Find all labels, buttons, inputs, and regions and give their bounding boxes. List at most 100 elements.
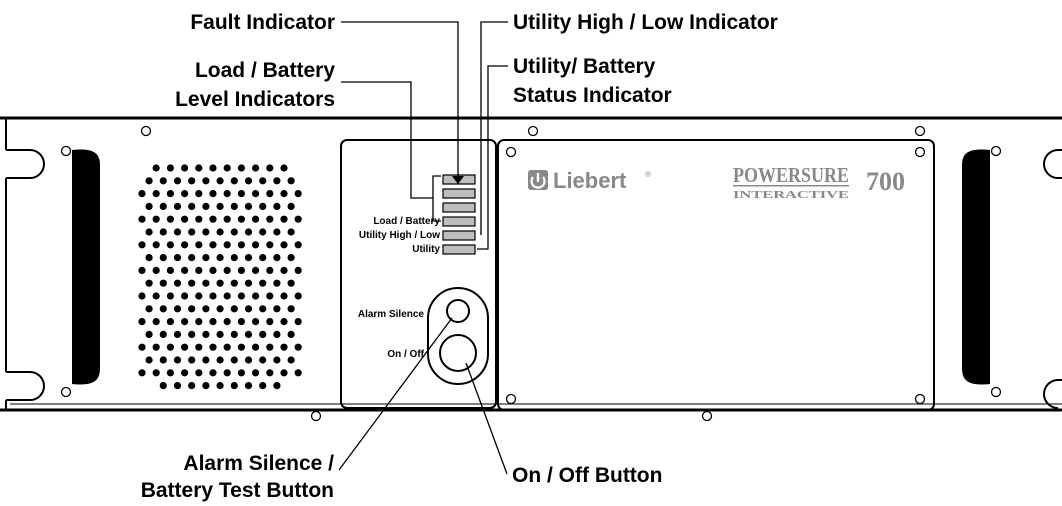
panel-label-on-off: On / Off bbox=[387, 349, 424, 360]
vent-hole bbox=[166, 369, 174, 377]
vent-hole bbox=[244, 177, 253, 185]
led-load-battery-2 bbox=[442, 216, 476, 227]
vent-hole bbox=[244, 305, 253, 313]
vent-hole bbox=[237, 343, 245, 351]
vent-hole bbox=[287, 228, 295, 236]
vent-hole bbox=[166, 190, 174, 198]
vent-hole bbox=[294, 215, 302, 223]
svg-text:POWERSURE: POWERSURE bbox=[733, 163, 849, 187]
vent-hole bbox=[202, 382, 210, 390]
vent-hole bbox=[202, 228, 210, 236]
vent-hole bbox=[223, 164, 231, 172]
vent-hole bbox=[202, 279, 210, 287]
vent-hole bbox=[181, 369, 189, 377]
vent-hole bbox=[287, 202, 295, 210]
on-off-button[interactable] bbox=[439, 334, 477, 372]
vent-hole bbox=[244, 202, 253, 210]
screw bbox=[140, 125, 152, 137]
vent-hole bbox=[230, 305, 238, 313]
callout-utility-battery-status-line1: Utility/ Battery bbox=[513, 55, 656, 78]
vent-hole bbox=[202, 305, 210, 313]
vent-hole bbox=[181, 318, 189, 326]
vent-hole bbox=[216, 279, 224, 287]
vent-hole bbox=[244, 228, 253, 236]
vent-hole bbox=[173, 279, 182, 287]
vent-hole bbox=[145, 330, 153, 338]
vent-hole bbox=[159, 254, 167, 262]
vent-hole bbox=[195, 190, 203, 198]
svg-text:INTERACTIVE: INTERACTIVE bbox=[733, 189, 849, 201]
vent-hole bbox=[287, 279, 295, 287]
vent-hole bbox=[287, 356, 295, 364]
vent-hole bbox=[230, 202, 238, 210]
vent-hole bbox=[237, 266, 245, 274]
screw bbox=[914, 125, 926, 137]
vent-hole bbox=[202, 330, 210, 338]
vent-hole bbox=[152, 266, 160, 274]
vent-hole bbox=[259, 330, 267, 338]
vent-hole bbox=[173, 254, 182, 262]
vent-hole bbox=[173, 305, 182, 313]
vent-hole bbox=[273, 279, 281, 287]
vent-hole bbox=[152, 318, 160, 326]
vent-hole bbox=[259, 228, 267, 236]
vent-hole bbox=[287, 254, 295, 262]
vent-hole bbox=[188, 177, 196, 185]
vent-hole bbox=[138, 215, 146, 223]
vent-hole bbox=[152, 164, 160, 172]
vent-hole bbox=[294, 369, 302, 377]
alarm-silence-button[interactable] bbox=[446, 299, 470, 323]
vent-hole bbox=[209, 343, 217, 351]
vent-hole bbox=[166, 266, 174, 274]
vent-hole bbox=[152, 343, 160, 351]
vent-hole bbox=[259, 177, 267, 185]
fault-arrow-icon bbox=[452, 176, 464, 184]
vent-hole bbox=[188, 254, 196, 262]
vent-hole bbox=[152, 190, 160, 198]
vent-hole bbox=[259, 202, 267, 210]
right-handle bbox=[962, 149, 990, 385]
vent-hole bbox=[287, 305, 295, 313]
powersure-logo: POWERSURE INTERACTIVE 700 bbox=[733, 163, 905, 201]
vent-hole bbox=[159, 305, 167, 313]
vent-hole bbox=[237, 164, 245, 172]
vent-hole bbox=[244, 254, 253, 262]
vent-hole bbox=[244, 382, 253, 390]
vent-hole bbox=[138, 292, 146, 300]
vent-hole bbox=[216, 305, 224, 313]
vent-hole bbox=[266, 369, 274, 377]
vent-hole bbox=[223, 369, 231, 377]
vent-hole bbox=[138, 369, 146, 377]
led-load-battery-3 bbox=[442, 202, 476, 213]
vent-hole bbox=[280, 241, 288, 249]
vent-hole bbox=[145, 279, 153, 287]
callout-on-off-button: On / Off Button bbox=[512, 464, 662, 487]
vent-hole bbox=[188, 330, 196, 338]
vent-hole bbox=[138, 190, 146, 198]
vent-hole bbox=[273, 177, 281, 185]
vent-hole bbox=[181, 215, 189, 223]
vent-hole bbox=[216, 202, 224, 210]
vent-hole bbox=[266, 164, 274, 172]
vent-hole bbox=[259, 279, 267, 287]
callout-utility-high-low-indicator: Utility High / Low Indicator bbox=[513, 11, 778, 34]
vent-hole bbox=[273, 305, 281, 313]
vent-hole bbox=[209, 164, 217, 172]
vent-hole bbox=[244, 356, 253, 364]
vent-hole bbox=[259, 254, 267, 262]
vent-hole bbox=[202, 254, 210, 262]
indicator-leds bbox=[442, 174, 476, 255]
vent-hole bbox=[159, 228, 167, 236]
vent-hole bbox=[252, 164, 260, 172]
vent-hole bbox=[188, 202, 196, 210]
vent-hole bbox=[294, 343, 302, 351]
vent-hole bbox=[152, 292, 160, 300]
vent-hole bbox=[166, 164, 174, 172]
vent-hole bbox=[181, 266, 189, 274]
led-utility bbox=[442, 244, 476, 255]
vent-hole bbox=[209, 215, 217, 223]
name-plate bbox=[497, 139, 935, 411]
vent-hole bbox=[209, 369, 217, 377]
liebert-logo: Liebert ® bbox=[528, 168, 651, 193]
screw bbox=[505, 393, 517, 405]
